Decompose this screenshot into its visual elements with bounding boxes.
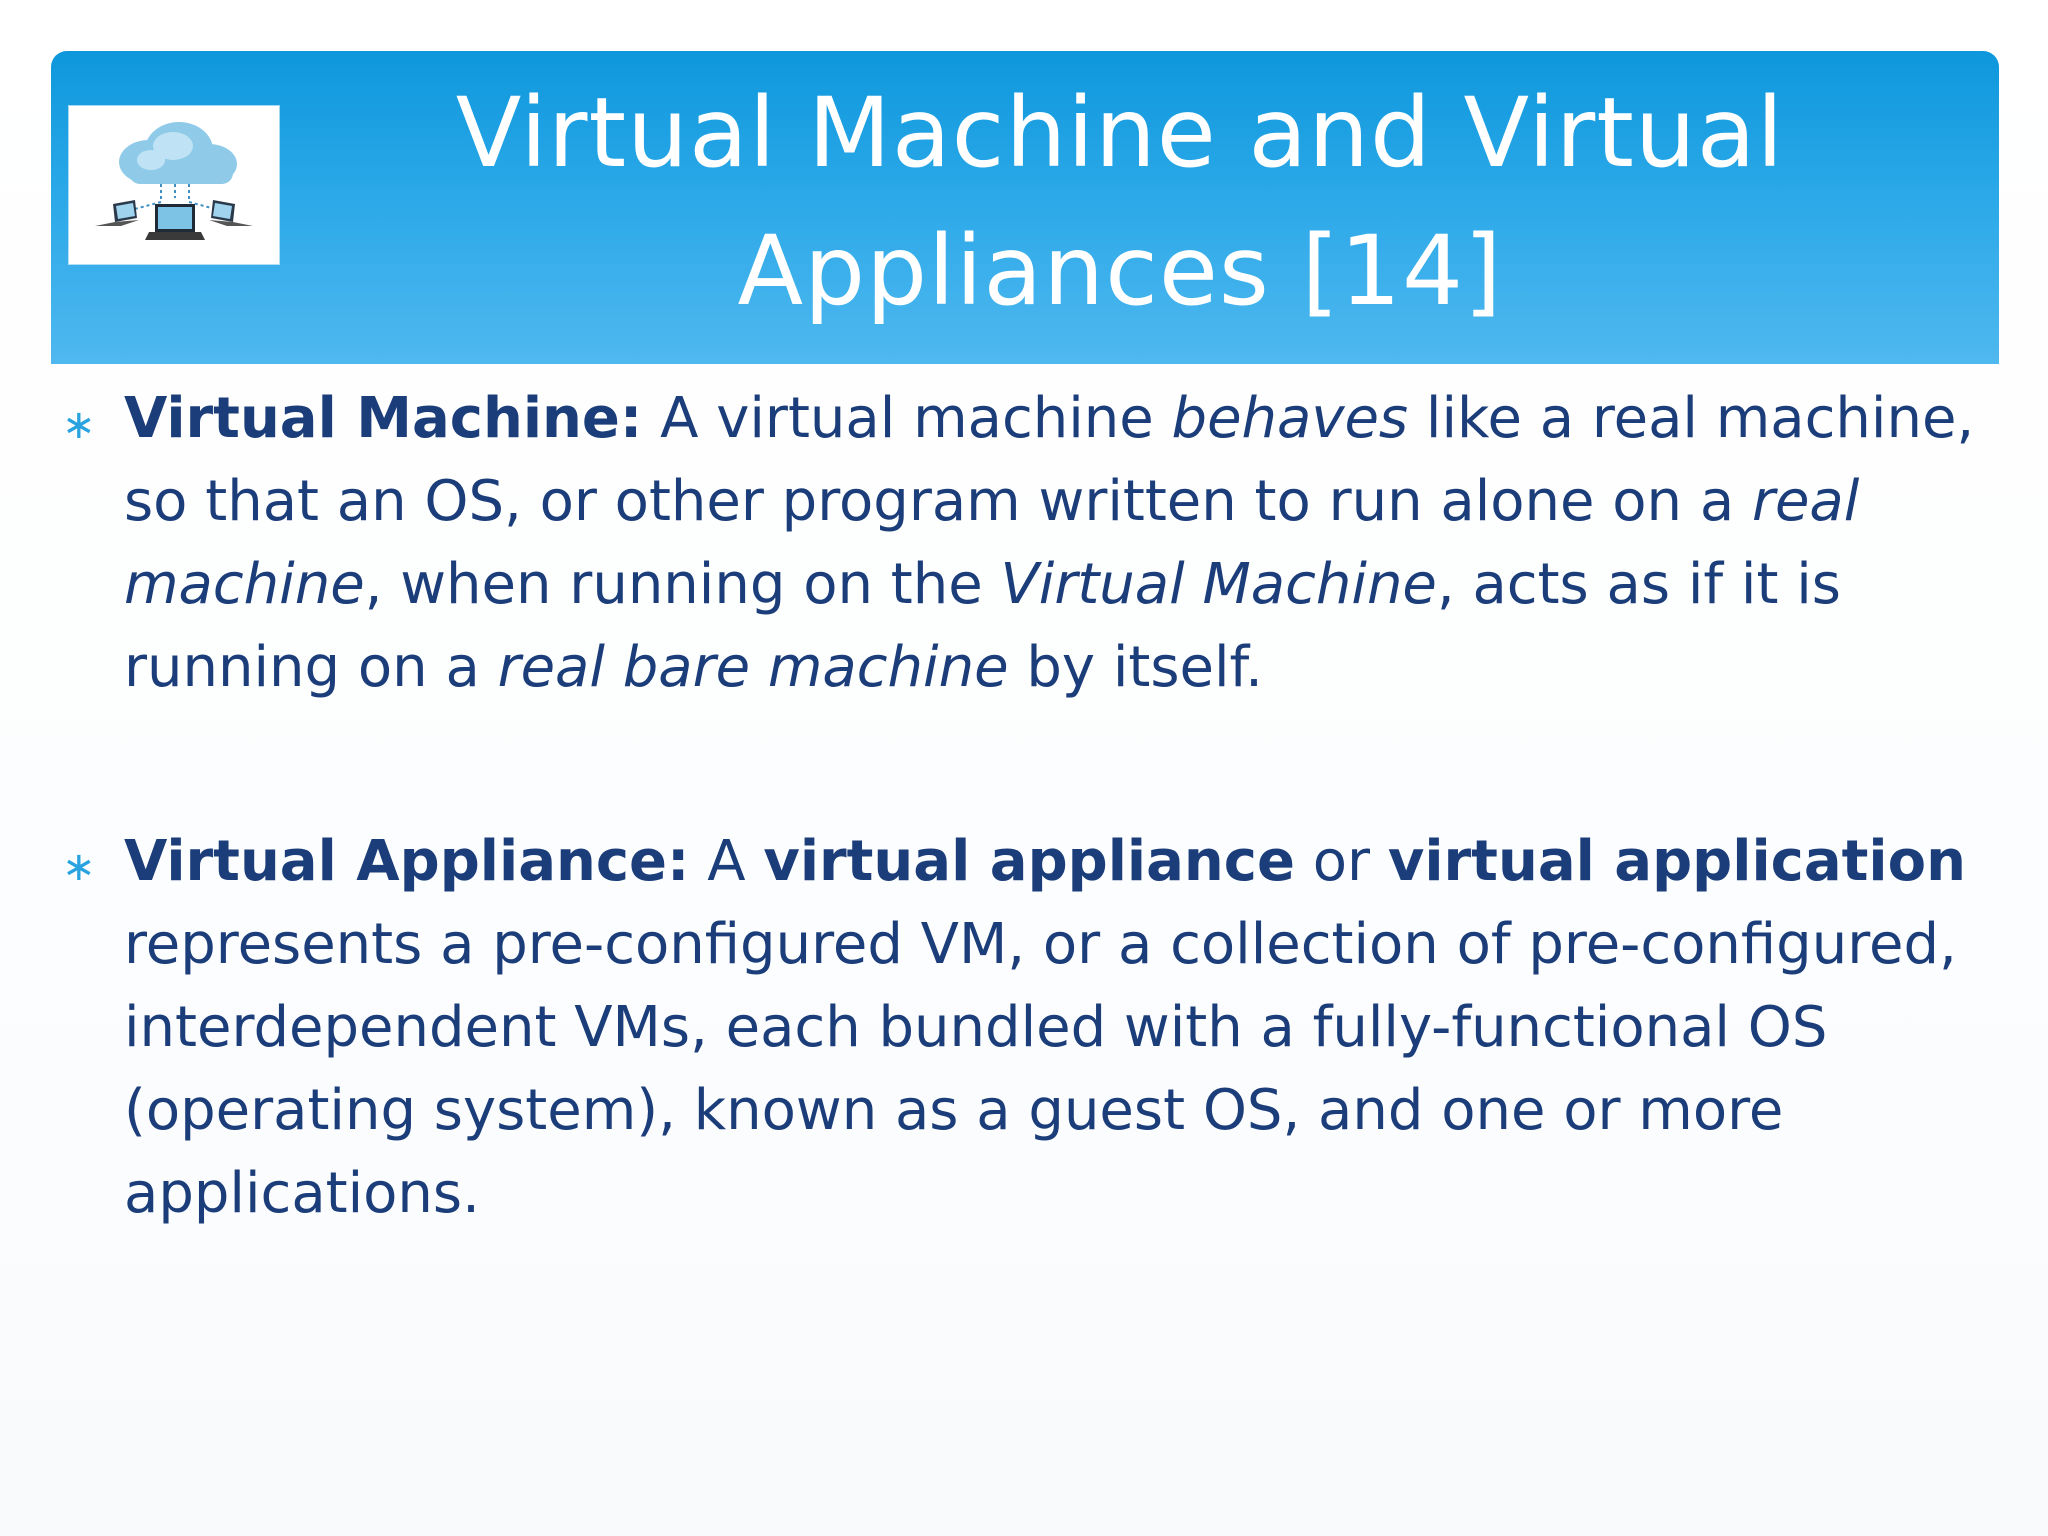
bullet-text: A virtual machine — [642, 386, 1172, 451]
bullet-virtual-machine: Virtual Machine: A virtual machine behav… — [124, 377, 2004, 709]
bullet-marker-icon: ∗ — [62, 844, 96, 890]
bullet-text: represents a pre-configured VM, or a col… — [124, 912, 1957, 1226]
bullet-bold-term: virtual appliance — [763, 829, 1295, 894]
bullet-text: like a real machine, so that an OS, or o… — [124, 386, 1975, 534]
bullet-marker-icon: ∗ — [62, 402, 96, 448]
bullet-emphasis: Virtual Machine — [1000, 552, 1437, 617]
bullet-bold-term: virtual application — [1387, 829, 1966, 894]
bullet-term: Virtual Appliance: — [124, 829, 690, 894]
cloud-network-icon — [69, 106, 279, 264]
bullet-term: Virtual Machine: — [124, 386, 643, 451]
bullet-text: , when running on the — [364, 552, 1001, 617]
title-bar — [51, 51, 1999, 364]
bullet-text: or — [1294, 829, 1388, 894]
bullet-emphasis: real bare machine — [497, 635, 1009, 700]
bullet-text: by itself. — [1008, 635, 1263, 700]
bullet-virtual-appliance: Virtual Appliance: A virtual appliance o… — [124, 820, 2004, 1235]
bullet-text: A — [689, 829, 764, 894]
bullet-emphasis: real machine — [124, 469, 1860, 617]
bullet-text: , acts as if it is running on a — [124, 552, 1841, 700]
slide-title: Virtual Machine and Virtual Appliances [… — [455, 77, 1785, 327]
bullet-emphasis: behaves — [1171, 386, 1409, 451]
